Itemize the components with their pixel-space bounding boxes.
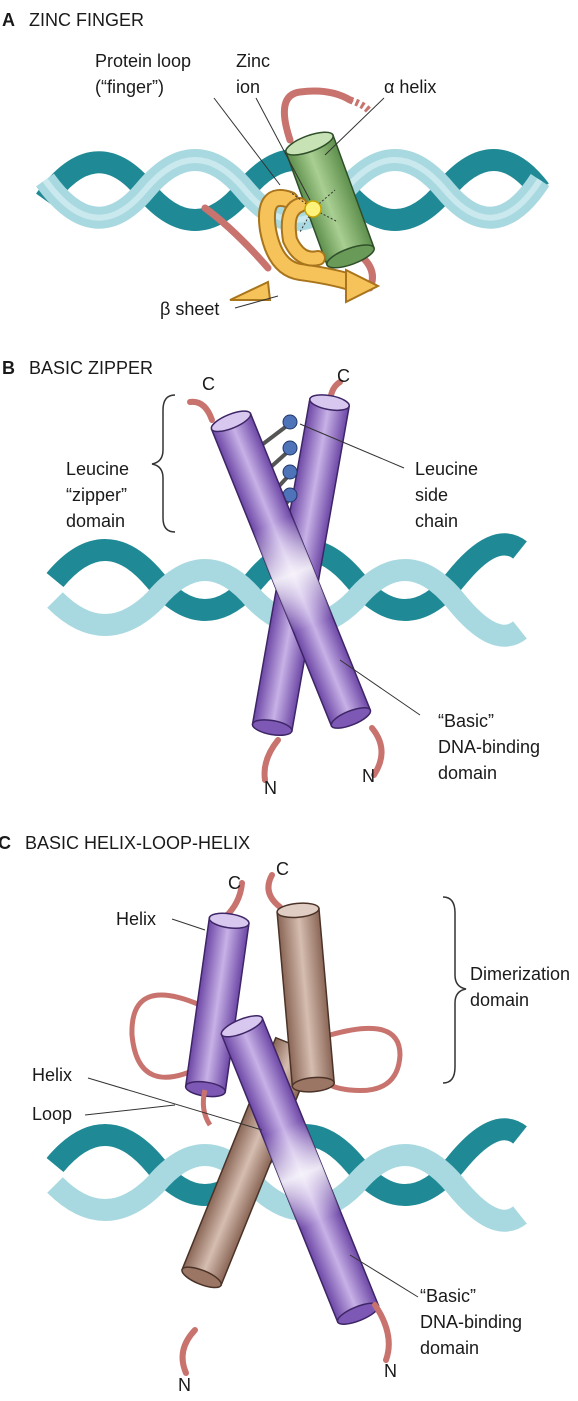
panel-basic-helix-loop-helix: C BASIC HELIX-LOOP-HELIX xyxy=(0,825,578,1401)
leader-lines-a xyxy=(213,97,385,309)
panel-b-letter: B xyxy=(2,358,15,378)
zinc-finger-diagram xyxy=(36,87,550,309)
brown-helix-top xyxy=(276,902,336,1093)
terminus-c-right: C xyxy=(337,366,350,386)
chain-n-right xyxy=(372,1302,392,1363)
brace-dimerization xyxy=(442,896,467,1084)
chain-c-left xyxy=(187,398,215,423)
terminus-n-right: N xyxy=(362,766,375,786)
label-dimerization: Dimerization domain xyxy=(470,964,571,1010)
label-protein-loop: Protein loop (“finger”) xyxy=(95,51,192,97)
helix-loop-helix-diagram xyxy=(46,872,527,1376)
panel-c-heading: C BASIC HELIX-LOOP-HELIX xyxy=(0,833,250,854)
label-beta-sheet: β sheet xyxy=(160,299,220,319)
terminus-c-left: C xyxy=(228,873,241,893)
helix-cylinder-front xyxy=(210,410,372,729)
purple-helix-top xyxy=(184,912,250,1098)
terminus-n-left: N xyxy=(264,778,277,798)
protein-chain-left xyxy=(201,204,272,272)
terminus-n-right: N xyxy=(384,1361,397,1381)
label-leucine-side-chain: Leucine side chain xyxy=(415,459,479,531)
label-helix-top: Helix xyxy=(116,909,157,929)
terminus-c-right: C xyxy=(276,859,289,879)
panel-c-letter: C xyxy=(0,833,11,853)
chain-c-right xyxy=(265,872,283,910)
chain-n-right xyxy=(369,725,385,778)
panel-a-heading: A ZINC FINGER xyxy=(2,10,144,31)
zinc-ion xyxy=(289,189,339,233)
panel-b-title: BASIC ZIPPER xyxy=(29,358,154,378)
label-leucine-zipper: Leucine “zipper” domain xyxy=(66,459,130,531)
protein-chain-dashed xyxy=(348,96,373,115)
beta-sheet xyxy=(229,189,381,304)
protein-chain-top xyxy=(280,87,354,144)
loop-right xyxy=(323,1025,403,1094)
panel-basic-zipper: B BASIC ZIPPER xyxy=(0,350,578,810)
beta-sheet-arrowhead xyxy=(345,268,381,304)
brace-zipper xyxy=(151,394,176,533)
chain-n-left xyxy=(179,1327,198,1376)
loop-connector xyxy=(200,1089,213,1127)
chain-n-left xyxy=(261,737,281,783)
terminus-n-left: N xyxy=(178,1375,191,1395)
label-basic-domain-b: “Basic” DNA-binding domain xyxy=(438,711,541,783)
panel-a-title: ZINC FINGER xyxy=(29,10,144,30)
panel-zinc-finger: A ZINC FINGER xyxy=(0,0,578,330)
label-zinc-ion: Zinc ion xyxy=(236,51,271,97)
leader-lines-b xyxy=(299,423,421,716)
label-alpha-helix: α helix xyxy=(384,77,437,97)
leader-lines-c xyxy=(84,918,419,1298)
label-loop: Loop xyxy=(32,1104,73,1124)
label-basic-domain-c: “Basic” DNA-binding domain xyxy=(420,1286,523,1358)
panel-b-heading: B BASIC ZIPPER xyxy=(2,358,153,379)
panel-a-letter: A xyxy=(2,10,15,30)
label-helix-mid: Helix xyxy=(32,1065,73,1085)
terminus-c-left: C xyxy=(202,374,215,394)
purple-helix-long xyxy=(220,1015,380,1325)
loop-left xyxy=(129,992,207,1080)
basic-zipper-diagram xyxy=(46,379,527,783)
panel-c-title: BASIC HELIX-LOOP-HELIX xyxy=(25,833,251,853)
